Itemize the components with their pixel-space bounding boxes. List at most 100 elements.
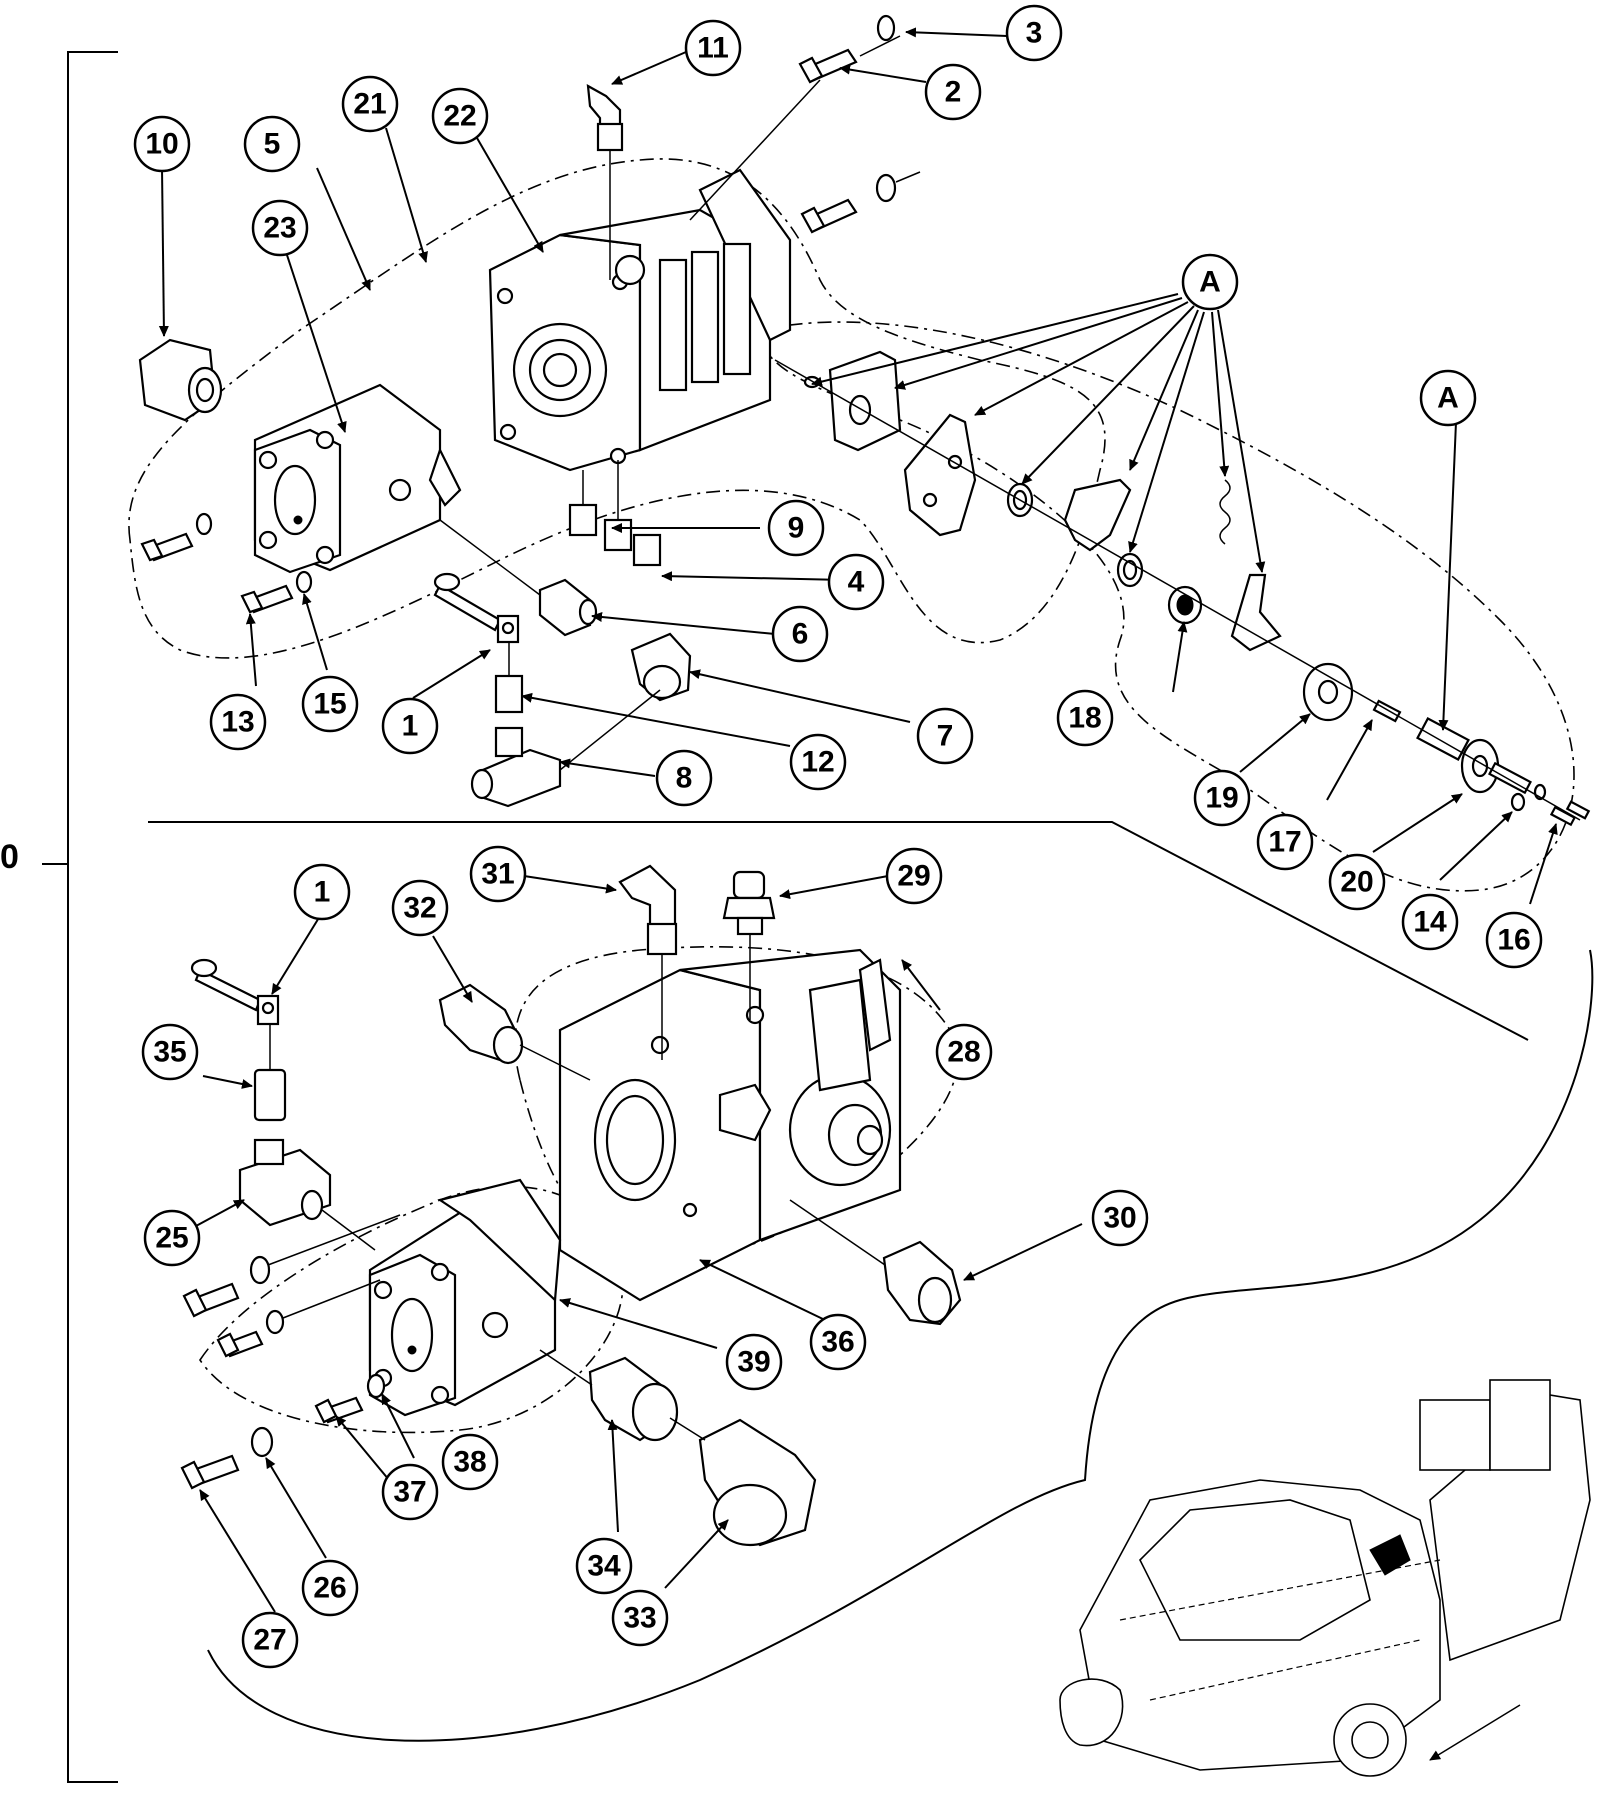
svg-text:A: A — [1437, 382, 1459, 415]
spring — [1219, 479, 1231, 545]
callout-29: 29 — [885, 847, 943, 905]
svg-text:7: 7 — [937, 720, 954, 753]
fittings-9-4 — [568, 460, 662, 567]
svg-text:26: 26 — [313, 1572, 346, 1605]
bolt-2 — [689, 14, 901, 221]
svg-text:23: 23 — [263, 212, 296, 245]
cam-lever — [1063, 478, 1132, 552]
callout-5: 5 — [243, 115, 301, 173]
callout-26: 26 — [301, 1559, 359, 1617]
svg-text:29: 29 — [897, 860, 930, 893]
fitting-12 — [494, 642, 524, 714]
callout-4: 4 — [827, 553, 885, 611]
svg-text:15: 15 — [313, 688, 346, 721]
callout-frame-curve — [207, 949, 1594, 1742]
svg-text:8: 8 — [676, 762, 693, 795]
bolt-37 — [314, 1373, 386, 1424]
svg-text:20: 20 — [1340, 866, 1373, 899]
callout-10: 10 — [133, 115, 191, 173]
tee-8 — [470, 689, 661, 808]
svg-text:22: 22 — [443, 100, 476, 133]
callout-32: 32 — [391, 879, 449, 937]
callout-2: 2 — [924, 63, 982, 121]
upper-assembly — [128, 14, 1591, 892]
callout-30: 30 — [1091, 1189, 1149, 1247]
callout-14: 14 — [1401, 893, 1459, 951]
elbow-fitting-11 — [586, 84, 624, 280]
svg-text:17: 17 — [1268, 826, 1301, 859]
callout-1-lower: 1 — [293, 863, 351, 921]
elbow-7 — [630, 632, 692, 702]
bushing-18 — [1167, 585, 1203, 625]
tee-25 — [238, 1138, 376, 1251]
svg-text:28: 28 — [947, 1036, 980, 1069]
callout-15: 15 — [301, 675, 359, 733]
callout-23: 23 — [251, 199, 309, 257]
callout-1-upper: 1 — [381, 697, 439, 755]
elbow-33 — [669, 1417, 817, 1547]
fitting-34 — [539, 1349, 679, 1442]
lower-assembly — [180, 864, 962, 1547]
svg-text:32: 32 — [403, 892, 436, 925]
callout-25: 25 — [143, 1209, 201, 1267]
bolt-lower-1 — [182, 1214, 401, 1318]
svg-text:33: 33 — [623, 1602, 656, 1635]
callout-12: 12 — [789, 733, 847, 791]
callout-20: 20 — [1328, 853, 1386, 911]
callout-bubbles: 11 3 2 10 5 21 22 23 A A 9 4 6 7 12 8 1 … — [133, 4, 1543, 1669]
svg-text:1: 1 — [402, 710, 419, 743]
section-divider — [148, 821, 1529, 1041]
svg-text:14: 14 — [1413, 906, 1447, 939]
linkage-plate — [803, 350, 902, 452]
linkage-arm — [903, 413, 977, 537]
svg-text:39: 39 — [737, 1346, 770, 1379]
assembly-bracket-label: 0 — [0, 838, 19, 876]
callout-17: 17 — [1256, 813, 1314, 871]
callout-36: 36 — [809, 1313, 867, 1371]
svg-text:13: 13 — [221, 706, 254, 739]
callout-13: 13 — [209, 693, 267, 751]
svg-text:5: 5 — [264, 128, 281, 161]
svg-text:38: 38 — [453, 1446, 486, 1479]
callout-31: 31 — [469, 845, 527, 903]
fitting-35 — [253, 1024, 287, 1122]
elbow-31 — [618, 864, 678, 1060]
svg-text:37: 37 — [393, 1476, 426, 1509]
callout-28: 28 — [935, 1023, 993, 1081]
callout-9: 9 — [767, 499, 825, 557]
callout-35: 35 — [141, 1023, 199, 1081]
svg-text:34: 34 — [587, 1550, 621, 1583]
fitting-6 — [439, 519, 598, 637]
svg-text:12: 12 — [801, 746, 834, 779]
callout-8: 8 — [655, 749, 713, 807]
fitting-10 — [138, 338, 223, 422]
leader-lines — [158, 27, 1558, 1613]
callout-33: 33 — [611, 1589, 669, 1647]
bolt-lower-left-upper — [140, 512, 213, 562]
gear-pump-39 — [368, 1178, 562, 1417]
svg-text:35: 35 — [153, 1036, 186, 1069]
svg-text:21: 21 — [353, 88, 386, 121]
svg-text:9: 9 — [788, 512, 805, 545]
svg-text:19: 19 — [1205, 782, 1238, 815]
piston-pump-22 — [488, 168, 792, 472]
svg-text:3: 3 — [1026, 17, 1043, 50]
callout-27: 27 — [241, 1611, 299, 1669]
callout-34: 34 — [575, 1537, 633, 1595]
sensor-1-lower — [190, 958, 280, 1026]
svg-text:11: 11 — [697, 32, 729, 65]
callout-18: 18 — [1056, 689, 1114, 747]
callout-37: 37 — [381, 1463, 439, 1521]
callout-21: 21 — [341, 75, 399, 133]
hub-20 — [1460, 738, 1532, 795]
svg-text:1: 1 — [314, 876, 331, 909]
sensor-1-upper — [433, 572, 520, 644]
svg-text:16: 16 — [1497, 924, 1530, 957]
svg-text:18: 18 — [1068, 702, 1101, 735]
bolt-2b — [800, 171, 921, 234]
callout-22: 22 — [431, 87, 489, 145]
callout-38: 38 — [441, 1433, 499, 1491]
assembly-bracket — [42, 51, 118, 1783]
hydro-pump-36 — [558, 948, 902, 1302]
